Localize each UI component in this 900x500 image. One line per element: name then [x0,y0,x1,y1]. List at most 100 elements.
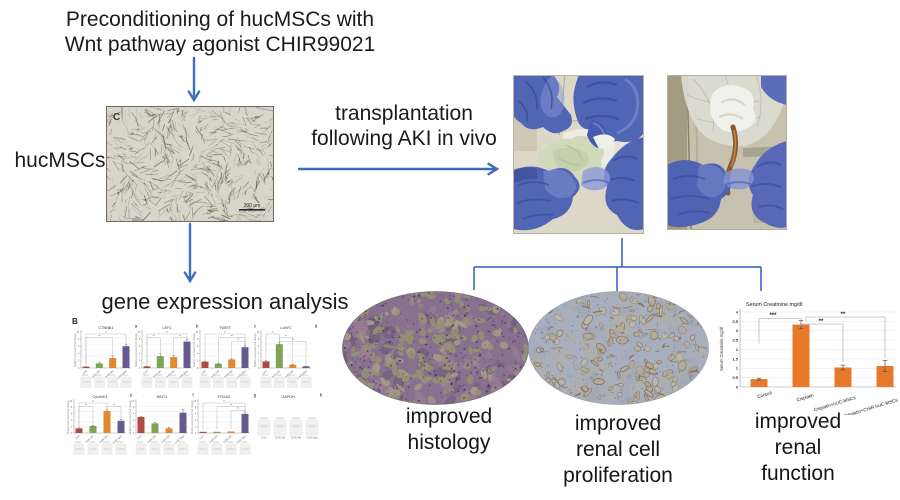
svg-text:CHIR 48h: CHIR 48h [99,434,109,444]
svg-text:CHIR 24h: CHIR 24h [275,437,286,440]
svg-text:Cont: Cont [262,369,268,375]
svg-text:FOXA2: FOXA2 [218,395,230,399]
svg-text:**: ** [224,331,226,335]
western-blot-strip [197,441,251,455]
svg-text:0: 0 [197,368,199,370]
serum-sig-2: ** [841,312,846,318]
serum-bar-2 [834,367,852,387]
caption-proliferation-line3: proliferation [563,464,673,487]
svg-text:Cont: Cont [143,369,149,375]
svg-text:CHIR 48h: CHIR 48h [223,434,233,444]
svg-text:c-MYC: c-MYC [280,326,292,330]
svg-text:0: 0 [736,384,739,389]
svg-text:TWIST: TWIST [219,326,231,330]
svg-text:0: 0 [133,433,135,435]
serum-chart-ylabel: Serum Creatinine mg/dl [719,327,724,371]
micrograph-cells [106,106,274,222]
svg-text:8: 8 [197,339,199,341]
caption-function: improved renal function [738,409,858,487]
photo-transplant-right [667,75,787,230]
svg-text:**: ** [231,334,233,338]
svg-text:CTNNB1: CTNNB1 [98,326,113,330]
svg-text:c: c [254,324,257,329]
flow-arrow [187,56,201,103]
caption-histology-line1: improved [405,405,493,428]
svg-text:CHIR 24h: CHIR 24h [210,369,220,379]
gene-panel-letter-B: B [72,317,78,326]
svg-text:CHIR 48h: CHIR 48h [285,369,295,379]
western-blot-strip [260,374,312,388]
preconditioning-line1: Preconditioning of hucMSCs with [65,8,375,31]
western-blot-strip [141,374,193,388]
svg-text:0: 0 [139,368,141,370]
svg-text:6: 6 [195,414,197,416]
svg-text:3: 3 [736,328,739,333]
svg-text:Relative expression (fold chan: Relative expression (fold change) [129,400,132,434]
svg-text:CHIR 3day: CHIR 3day [174,434,185,445]
svg-text:CHIR 48h: CHIR 48h [291,437,302,440]
svg-text:GAPDH: GAPDH [281,395,295,399]
svg-text:8: 8 [78,339,80,341]
svg-text:Relative expression (fold chan: Relative expression (fold change) [67,400,70,434]
svg-text:4: 4 [78,353,80,355]
svg-text:f: f [192,393,194,398]
svg-text:2: 2 [195,426,197,428]
svg-text:4: 4 [258,353,260,355]
svg-text:b: b [196,324,199,329]
svg-text:CHIR 24h: CHIR 24h [85,434,95,444]
serum-chart-bars [750,320,894,387]
transplantation-label: transplantation following AKI in vivo [300,101,508,151]
svg-text:6: 6 [197,346,199,348]
proliferation-oval-image [528,291,709,405]
svg-text:**: ** [98,334,100,338]
svg-text:10: 10 [194,401,197,403]
svg-text:Cont: Cont [201,369,207,375]
svg-text:0.5: 0.5 [732,375,738,380]
serum-xlabel-1: Cisplatin [796,392,815,402]
photo-transplant-left [513,75,644,234]
gene-expression-label: gene expression analysis [101,289,349,314]
svg-text:2: 2 [78,361,80,363]
svg-text:Cont: Cont [261,437,266,440]
svg-text:0: 0 [78,368,80,370]
svg-text:Relative expression (fold chan: Relative expression (fold change) [191,400,194,434]
caption-function-line1: improved [754,410,842,433]
svg-text:CHIR 48h: CHIR 48h [166,369,176,379]
svg-text:d: d [315,324,318,329]
caption-proliferation: improved renal cell proliferation [538,411,698,489]
svg-text:**: ** [85,403,87,407]
svg-text:2: 2 [139,361,141,363]
svg-text:Relative expression (fold chan: Relative expression (fold change) [254,333,257,367]
transplantation-line1: transplantation [335,102,473,125]
outcome-connector-bracket [473,238,762,291]
svg-text:2.5: 2.5 [732,338,738,343]
svg-text:**: ** [237,338,239,342]
svg-text:0: 0 [71,433,73,435]
svg-text:**: ** [292,338,294,342]
svg-text:CHIR 24h: CHIR 24h [91,369,101,379]
svg-text:4: 4 [133,420,135,422]
svg-text:**: ** [285,334,287,338]
svg-text:6: 6 [258,346,260,348]
svg-text:a: a [135,324,138,329]
svg-text:Cont: Cont [82,369,88,375]
caption-proliferation-line1: improved [574,412,662,435]
svg-text:**: ** [237,407,239,411]
svg-text:CHIR 48h: CHIR 48h [161,434,171,444]
svg-text:**: ** [105,331,107,335]
svg-text:CHIR 48h: CHIR 48h [105,369,115,379]
svg-text:**: ** [230,403,232,407]
flow-arrow [297,162,500,176]
svg-text:4: 4 [195,420,197,422]
svg-text:Cont: Cont [75,434,81,440]
serum-bar-1 [792,324,810,387]
serum-bar-0 [750,379,768,387]
svg-text:CHIR 48h: CHIR 48h [224,369,234,379]
preconditioning-label: Preconditioning of hucMSCs with Wnt path… [55,7,385,57]
svg-text:10: 10 [138,332,141,334]
